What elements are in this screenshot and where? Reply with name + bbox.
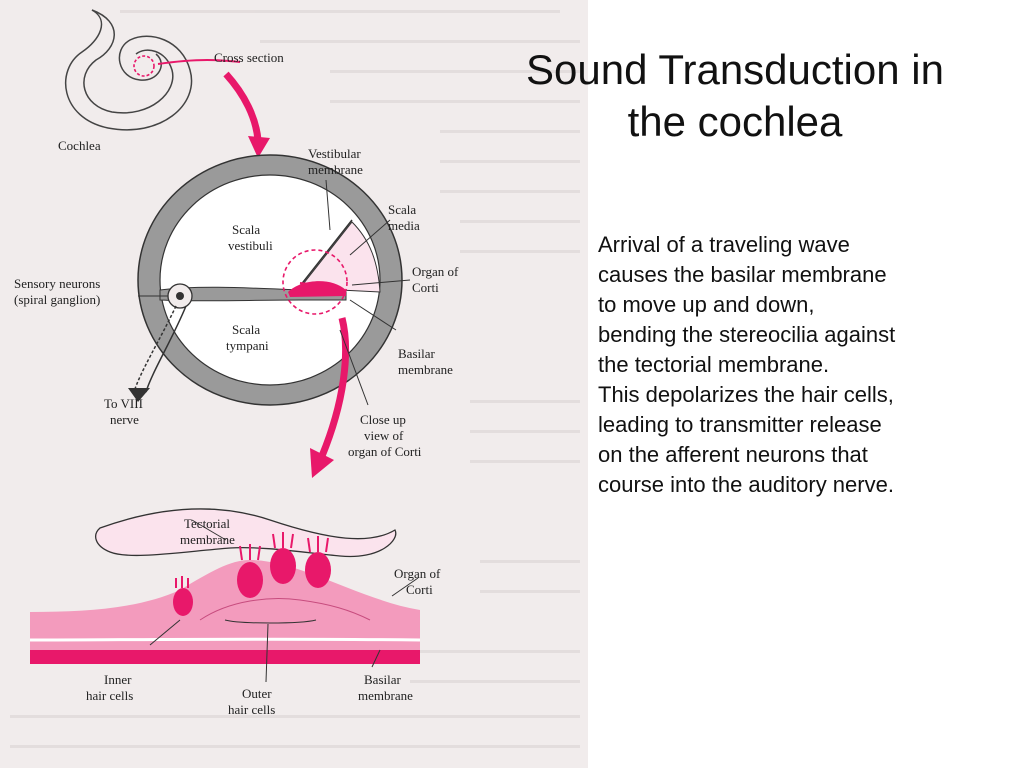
label-outer-hair-cells-1: Outer <box>242 686 272 701</box>
label-to-viii-nerve-1: To VIII <box>104 396 143 411</box>
label-basilar-membrane-1: Basilar <box>398 346 435 361</box>
background-text-texture <box>10 10 580 748</box>
cochlea-spiral <box>64 9 193 131</box>
label-scala-tympani-2: tympani <box>226 338 269 353</box>
cross-section-pointers <box>138 179 411 406</box>
label-organ-of-corti-1: Organ of <box>412 264 459 279</box>
arrow-to-close-up <box>310 317 349 478</box>
label-scala-vestibuli-1: Scala <box>232 222 260 237</box>
label-scala-vestibuli-2: vestibuli <box>228 238 273 253</box>
label-sensory-neurons-2: (spiral ganglion) <box>14 292 100 307</box>
organ-of-corti-closeup <box>29 508 421 683</box>
label-organ-of-corti-2: Corti <box>412 280 439 295</box>
slide-title-line-1: Sound Transduction in <box>526 46 944 93</box>
label-outer-hair-cells-2: hair cells <box>228 702 275 717</box>
label-sensory-neurons-1: Sensory neurons <box>14 276 100 291</box>
label-vestibular-membrane-2: membrane <box>308 162 363 177</box>
slide-body-text: Arrival of a traveling wave causes the b… <box>598 230 898 500</box>
label-scala-tympani-1: Scala <box>232 322 260 337</box>
label-close-up-3: organ of Corti <box>348 444 422 459</box>
label-tectorial-membrane-1: Tectorial <box>184 516 230 531</box>
label-scala-media-1: Scala <box>388 202 416 217</box>
label-cross-section: Cross section <box>214 50 284 65</box>
label-close-up-2: view of <box>364 428 404 443</box>
label-basilar-membrane-b2: membrane <box>358 688 413 703</box>
label-vestibular-membrane-1: Vestibular <box>308 146 361 161</box>
arrow-to-cross-section <box>223 71 270 158</box>
label-inner-hair-cells-2: hair cells <box>86 688 133 703</box>
body-paragraph-1: Arrival of a traveling wave causes the b… <box>598 232 896 377</box>
cochlea-diagram-svg: Cross section Cochlea Vestibular membran… <box>10 9 580 748</box>
label-organ-of-corti-b2: Corti <box>406 582 433 597</box>
label-scala-media-2: media <box>388 218 420 233</box>
label-inner-hair-cells-1: Inner <box>104 672 132 687</box>
cochlea-cross-section <box>128 154 403 406</box>
label-tectorial-membrane-2: membrane <box>180 532 235 547</box>
cross-section-arrow-small <box>157 59 241 65</box>
label-basilar-membrane-2: membrane <box>398 362 453 377</box>
label-close-up-1: Close up <box>360 412 406 427</box>
label-basilar-membrane-b1: Basilar <box>364 672 401 687</box>
label-organ-of-corti-b1: Organ of <box>394 566 441 581</box>
slide-title: Sound Transduction in the cochlea <box>490 44 980 148</box>
label-cochlea: Cochlea <box>58 138 101 153</box>
body-paragraph-2: This depolarizes the hair cells, leading… <box>598 382 894 497</box>
slide-title-line-2: the cochlea <box>627 98 843 145</box>
cochlea-figure: Cross section Cochlea Vestibular membran… <box>0 0 588 768</box>
label-to-viii-nerve-2: nerve <box>110 412 139 427</box>
